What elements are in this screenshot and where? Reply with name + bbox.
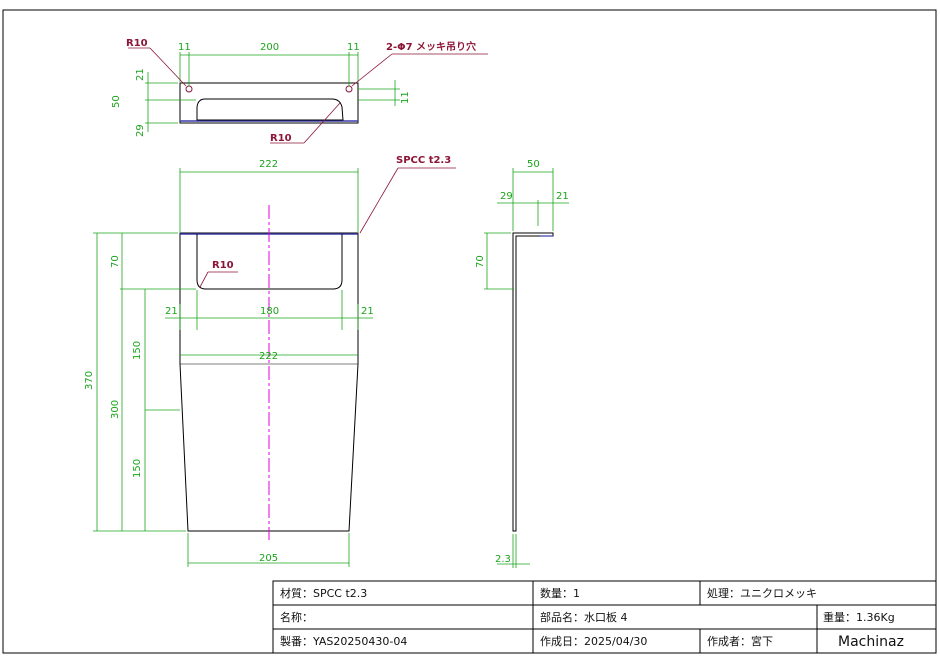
dim-left-margin: 21 bbox=[165, 306, 178, 317]
tb-weight: 重量：1.36Kg bbox=[823, 610, 895, 624]
dim-height-29: 29 bbox=[135, 124, 146, 137]
dim-right-hole: 11 bbox=[347, 42, 360, 53]
dim-slot-width: 180 bbox=[260, 306, 279, 317]
note-slot-radius: R10 bbox=[212, 260, 234, 271]
tb-date: 作成日：2025/04/30 bbox=[540, 635, 647, 648]
dim-left-hole: 11 bbox=[178, 42, 191, 53]
tb-brand: Machinaz bbox=[838, 634, 904, 650]
tb-author: 作成者：宮下 bbox=[707, 634, 773, 648]
sheet-border bbox=[2, 9, 937, 654]
side-view-profile bbox=[512, 232, 554, 532]
tb-material: 材質：SPCC t2.3 bbox=[280, 586, 367, 600]
note-radius-tl: R10 bbox=[126, 38, 148, 49]
dim-back-part: 29 bbox=[500, 191, 513, 202]
tb-name: 名称： bbox=[280, 610, 313, 624]
dim-thickness: 2.3 bbox=[495, 554, 511, 565]
dim-height-50: 50 bbox=[111, 95, 122, 108]
dim-total-height: 370 bbox=[84, 371, 95, 390]
note-holes: 2-Φ7 メッキ吊り穴 bbox=[386, 40, 476, 53]
dim-body-height: 300 bbox=[110, 400, 121, 419]
dim-right-margin: 21 bbox=[361, 306, 374, 317]
top-view: 11 200 11 21 50 29 11 R10 2-Φ7 メッキ吊り穴 R1… bbox=[111, 38, 488, 144]
note-material: SPCC t2.3 bbox=[396, 155, 451, 166]
dim-front-part: 21 bbox=[556, 191, 569, 202]
top-view-outline bbox=[179, 82, 359, 124]
left-hole-mark bbox=[185, 85, 193, 93]
dim-upper-half: 150 bbox=[132, 341, 143, 360]
right-hole-mark bbox=[345, 85, 353, 93]
dim-right-11: 11 bbox=[400, 91, 411, 104]
note-radius-slot: R10 bbox=[270, 133, 292, 144]
title-block: 材質：SPCC t2.3 数量：1 処理：ユニクロメッキ 名称： 部品名：水口板… bbox=[272, 580, 937, 654]
top-view-slot bbox=[196, 98, 344, 121]
dim-lower-half: 150 bbox=[132, 459, 143, 478]
tb-treatment: 処理：ユニクロメッキ bbox=[707, 587, 817, 600]
front-view: 222 370 70 300 150 150 21 180 21 222 205… bbox=[84, 155, 456, 567]
dim-top-width: 222 bbox=[259, 159, 278, 170]
dim-span-200: 200 bbox=[260, 42, 279, 53]
dim-lip-height: 70 bbox=[475, 255, 486, 268]
tb-quantity: 数量：1 bbox=[540, 587, 580, 600]
side-view: 50 29 21 70 2.3 bbox=[475, 159, 569, 568]
dim-depth: 50 bbox=[527, 159, 540, 170]
dim-height-21: 21 bbox=[135, 68, 146, 81]
dim-mid-width: 222 bbox=[259, 351, 278, 362]
dim-top-height: 70 bbox=[110, 255, 121, 268]
dim-bottom-width: 205 bbox=[259, 553, 278, 564]
front-view-slot bbox=[196, 234, 343, 290]
tb-drawing-no: 製番：YAS20250430-04 bbox=[280, 634, 407, 648]
tb-part-name: 部品名：水口板 4 bbox=[540, 610, 628, 624]
